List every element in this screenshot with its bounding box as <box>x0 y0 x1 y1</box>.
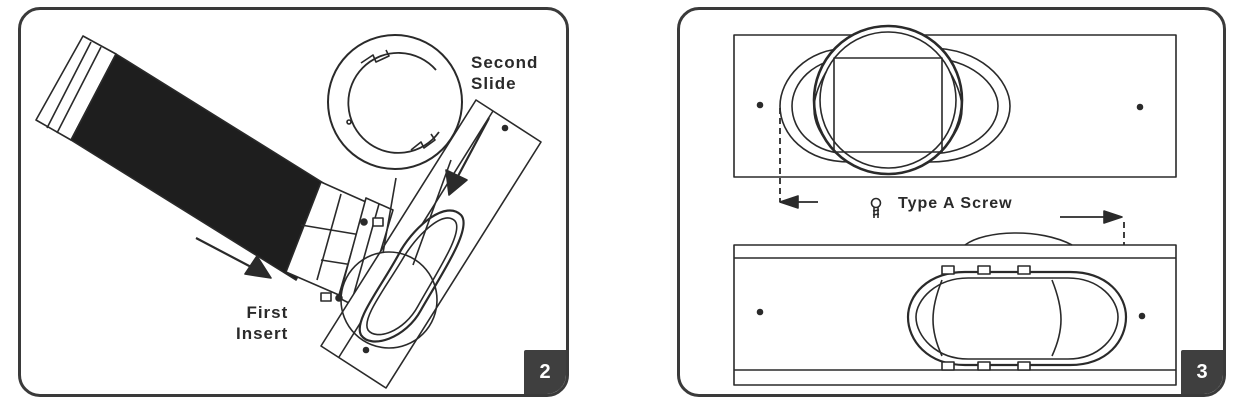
second-slide-line1: Second <box>471 53 539 72</box>
step-3-diagram <box>733 24 1177 386</box>
step-3-panel: Type A Screw 3 <box>677 7 1226 397</box>
slide-arrow-shaft <box>456 117 490 179</box>
insert-arrow-shaft <box>195 237 254 269</box>
second-slide-line2: Slide <box>471 74 517 93</box>
oval-opening <box>358 209 465 343</box>
second-slide-label: Second Slide <box>471 52 538 94</box>
type-a-screw-label: Type A Screw <box>898 195 1013 212</box>
detail-ring <box>347 52 440 154</box>
opening-highlight-circle <box>340 251 438 349</box>
bottom-oval-plate <box>906 270 1128 367</box>
step-number-badge: 3 <box>1181 350 1223 394</box>
top-round-adapter <box>812 24 964 176</box>
slide-arrow-head <box>445 169 468 196</box>
exhaust-hose <box>70 53 342 281</box>
screw-icon <box>870 197 882 218</box>
first-insert-line1: First <box>246 303 289 322</box>
step-2-diagram <box>35 34 542 389</box>
bottom-round-adapter-top <box>964 232 1073 246</box>
first-insert-label: First Insert <box>236 302 288 344</box>
step-number-badge: 2 <box>524 350 566 394</box>
first-insert-line2: Insert <box>236 324 289 343</box>
insert-arrow-head <box>244 255 272 279</box>
right-screw-arrow-head <box>1103 210 1123 224</box>
step-2-panel: First Insert Second Slide 2 <box>18 7 569 397</box>
left-screw-arrow-head <box>779 195 799 209</box>
